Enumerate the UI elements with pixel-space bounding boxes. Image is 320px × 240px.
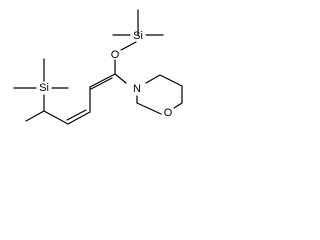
atom-label-o-ether: O [111,49,120,61]
bond-chain-single-2 [43,110,69,125]
bond-ring-upper-right [159,74,183,87]
bond-diene-double-1 [67,111,91,125]
atom-label-si-left: Si [39,82,49,94]
atom-labels: Si O Si N O [39,30,173,119]
bond-ring-o-to-lower-left [136,102,162,115]
bonds [13,9,183,125]
structure-diagram: Si O Si N O [13,9,183,125]
bond-ch-to-methyl [25,110,45,122]
bond-diene-double-2 [66,109,87,121]
bond-si-top-to-o [120,41,137,51]
bond-ring-lower-right-to-o [173,102,183,109]
bond-enol-double-1 [89,73,116,88]
bond-enol-carbon-to-n [114,73,127,84]
atom-label-n-amine: N [133,83,141,95]
bond-enol-double-2 [90,77,113,90]
atom-label-si-top: Si [133,30,143,42]
atom-label-o-ring: O [164,107,173,119]
bond-ring-n-to-upper-right [145,74,161,84]
